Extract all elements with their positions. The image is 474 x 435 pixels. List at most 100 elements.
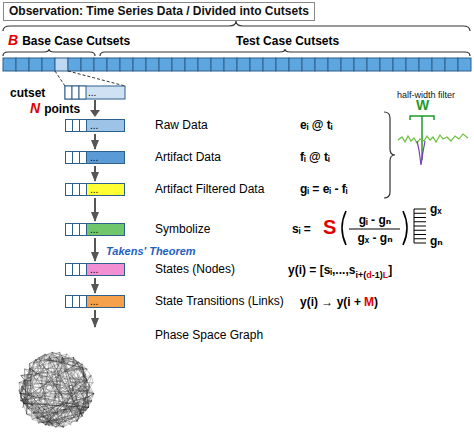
ellipsis-text: ... [90,264,98,275]
flow-arrow [94,198,96,221]
scale-tick [414,234,426,235]
label-group: ... [88,87,96,98]
label-group: gᵢ = eᵢ - fᵢ [300,182,347,196]
cutset-cell [120,58,133,71]
graph-link [19,383,20,394]
fraction-bar [349,228,400,229]
data-cell [80,120,87,131]
graph-link [21,376,64,428]
label-text: i+( [355,268,366,282]
graph-link [63,419,71,427]
scale-tick [414,243,426,244]
data-cell [80,296,87,307]
graph-link [45,374,85,425]
dashed-line [55,71,65,86]
label-text: Test Case Cutsets [236,34,339,48]
data-cell [66,264,73,275]
cutset-cell [380,58,393,71]
process-step: Phase Space Graph [65,328,263,343]
label-text: y(i) = [sᵢ,...,s [288,263,355,277]
signal-trace [398,134,468,143]
strip-fill: ... [87,120,124,131]
down-arrow [94,100,96,111]
label-text: ... [88,87,96,98]
cutset-cell [302,58,315,71]
cutset-cell [250,58,263,71]
step-label: States (Nodes) [155,262,235,277]
artifact-spike [417,141,425,165]
process-step: ...State Transitions (Links) [65,294,284,309]
data-cell [66,120,73,131]
graph-link [20,394,88,408]
label-group: Takens' Theorem [106,244,196,258]
label-group: Npoints [30,101,80,116]
graph-link [38,354,67,423]
graph-link [27,352,60,374]
label-text: B [8,33,18,47]
arrow-head [90,110,100,117]
graph-link [91,376,93,383]
cutset-cell [406,58,419,71]
step-label: Artifact Data [155,150,221,165]
cutset-cell [29,58,42,71]
graph-link [74,357,90,386]
graph-link [37,354,45,418]
scale-tick [414,238,426,239]
data-cell [73,120,80,131]
graph-link [88,376,91,391]
data-strip: ... [65,151,125,164]
graph-link [45,376,91,426]
graph-link [33,413,59,424]
label-group: eᵢ @ tᵢ [300,118,332,132]
cutset-cell [458,58,471,71]
graph-link [49,357,59,425]
paren-right [403,211,407,245]
label-group: gₓ - gₙ [357,231,392,245]
data-strip: ... [65,223,125,236]
label-text: y(i) → y(i + [300,295,361,309]
label-text: fᵢ @ tᵢ [300,150,330,164]
label-group: BBase Case Cutsets [8,33,130,48]
scale-tick [414,226,426,227]
cutset-cell [263,58,276,71]
flow-arrow [94,134,96,149]
cutset-cell [72,86,79,99]
graph-link [72,394,94,420]
process-step: ...Symbolize [65,222,210,237]
data-cell [66,184,73,195]
strip-fill: ... [87,184,124,195]
cutset-cell [224,58,237,71]
label-group: Test Case Cutsets [236,34,339,48]
cutset-cell [419,58,432,71]
dashed-line [68,71,125,86]
cutset-cell [94,58,107,71]
graph-link [39,354,45,358]
process-step: ... States (Nodes) [65,262,235,277]
cutset-cell [328,58,341,71]
cutset-cell [367,58,380,71]
data-cell [73,184,80,195]
data-cell [73,264,80,275]
cutset-cell [146,58,159,71]
data-strip: ... [65,263,125,276]
cutset-cell [79,86,86,99]
step-label: Raw Data [155,118,208,133]
cutset-cell [16,58,29,71]
step-label: State Transitions (Links) [155,294,284,309]
data-cell [66,296,73,307]
cutset-cell [185,58,198,71]
graph-link [33,413,45,425]
cutset-cell [133,58,146,71]
ellipsis-text: ... [90,184,98,195]
label-group: S [323,216,336,238]
cutset-cell [55,58,68,71]
cutset-cell [65,86,72,99]
label-text: W [416,98,429,112]
label-group: sᵢ = [292,222,311,236]
data-cell [80,224,87,235]
label-text: L [383,268,389,282]
graph-link [63,374,85,427]
label-group: y(i) → y(i +M) [300,295,378,309]
